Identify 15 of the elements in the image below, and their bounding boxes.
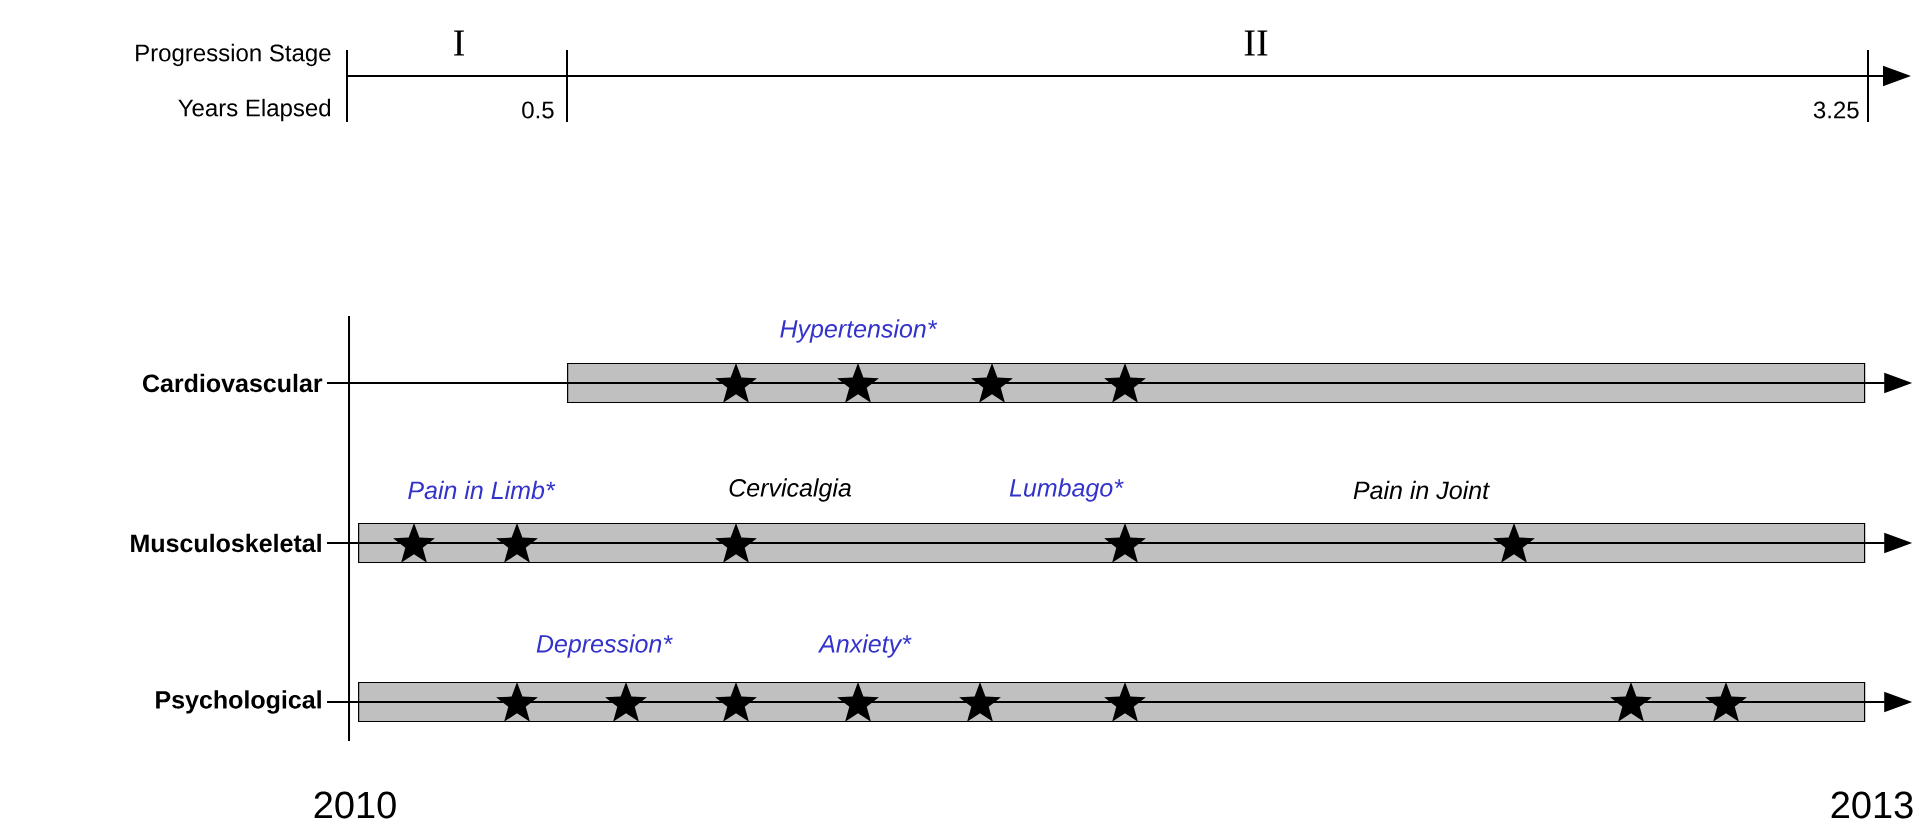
axis-label: Years Elapsed bbox=[178, 98, 331, 122]
event-label: Pain in Joint bbox=[1353, 480, 1490, 500]
year-label: 2010 bbox=[314, 791, 396, 819]
year-label: 2013 bbox=[1831, 791, 1913, 819]
axis-label: 3.25 bbox=[1813, 101, 1859, 119]
row-label: Psychological bbox=[156, 690, 321, 714]
row-label: Cardiovascular bbox=[143, 373, 323, 393]
event-label: Anxiety* bbox=[817, 634, 912, 658]
stage-label: I bbox=[454, 30, 464, 56]
stage-label: II bbox=[1244, 30, 1268, 56]
time-bar bbox=[567, 362, 1866, 404]
axis-label: Progression Stage bbox=[136, 43, 331, 67]
row-label: Musculoskeletal bbox=[131, 533, 321, 553]
axis-label: 0.5 bbox=[522, 101, 554, 119]
time-bar bbox=[358, 522, 1866, 564]
